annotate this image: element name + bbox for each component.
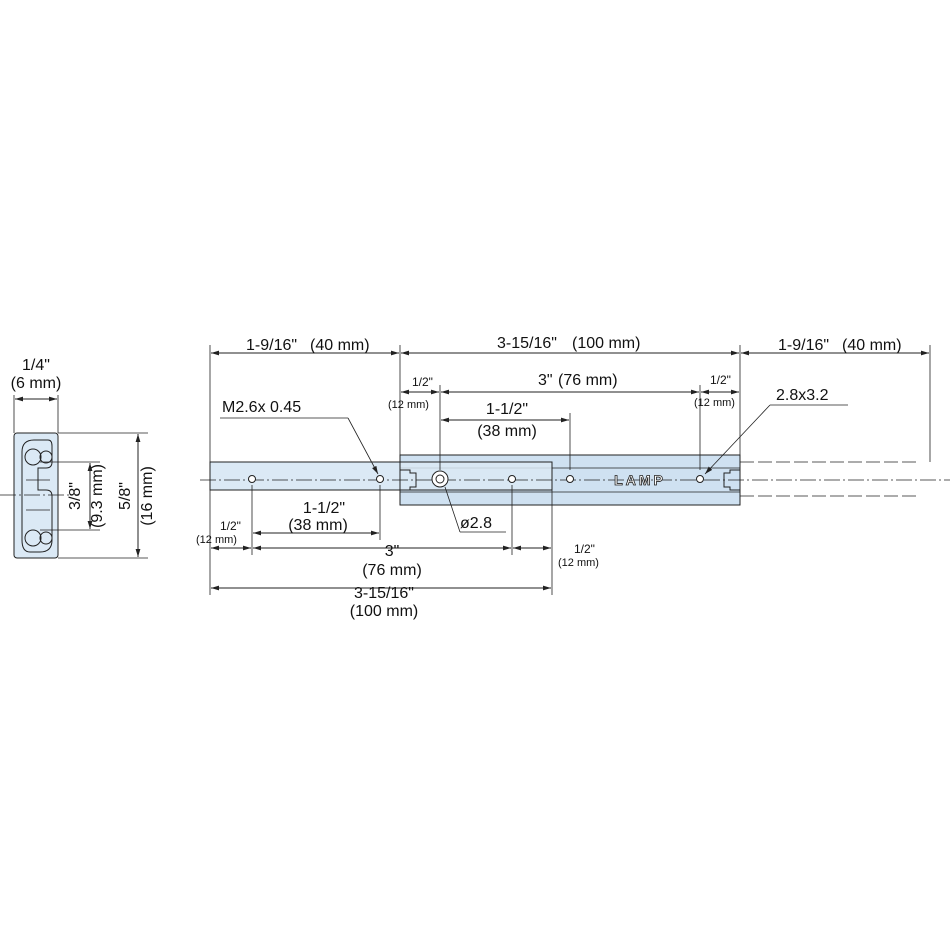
bottom-three-mm: (76 mm) (362, 562, 422, 579)
side-ball-top-2 (39, 450, 53, 464)
pitch-mm: (38 mm) (477, 423, 537, 440)
half-right-mm: (12 mm) (694, 397, 735, 409)
bottom-pitch-mm: (38 mm) (288, 517, 348, 534)
half-left-in: 1/2" (412, 375, 433, 389)
half-right-in: 1/2" (710, 373, 731, 387)
mount-hole-4 (566, 475, 574, 483)
side-width-in: 1/4" (22, 357, 50, 374)
side-ball-top (24, 448, 42, 466)
slot-leader (704, 404, 771, 475)
three-mm: (76 mm) (558, 372, 618, 389)
side-ball-bottom-2 (39, 531, 53, 545)
dim-left-in: 1-9/16" (246, 337, 297, 354)
side-view: 1/4" (6 mm) 3/8" (9.3 mm) 5/8" (16 mm) (0, 357, 156, 559)
mount-hole-3 (508, 475, 516, 483)
bottom-half-left-mm: (12 mm) (196, 534, 237, 546)
dim-center-in: 3-15/16" (497, 335, 557, 352)
bottom-pitch-in: 1-1/2" (303, 500, 345, 517)
outer-rail-overlap (399, 461, 553, 491)
screw-callout: M2.6x 0.45 (222, 399, 301, 416)
dim-right-in: 1-9/16" (778, 337, 829, 354)
front-view: LAMP 1-9/16" (40 mm) 3-15/16" (100 mm) 1… (196, 335, 950, 620)
three-in: 3" (538, 372, 553, 389)
hole-callout: ø2.8 (460, 515, 492, 532)
bottom-half-right-in: 1/2" (574, 542, 595, 556)
bottom-three-in: 3" (385, 543, 400, 560)
side-ball-bottom (24, 529, 42, 547)
mount-hole-5 (696, 475, 704, 483)
pitch-in: 1-1/2" (486, 401, 528, 418)
bottom-total-mm: (100 mm) (350, 603, 418, 620)
slot-callout: 2.8x3.2 (776, 387, 829, 404)
bottom-total-in: 3-15/16" (354, 585, 414, 602)
bottom-half-left-in: 1/2" (220, 519, 241, 533)
side-width-mm: (6 mm) (11, 375, 62, 392)
half-left-mm: (12 mm) (388, 399, 429, 411)
bottom-half-right-mm: (12 mm) (558, 557, 599, 569)
screw-leader (347, 417, 379, 475)
side-profile-body (13, 432, 59, 559)
mount-hole-1 (248, 475, 256, 483)
brand-logo: LAMP (614, 472, 666, 488)
hole-leader (444, 486, 461, 533)
side-inner-in: 3/8" (67, 482, 84, 510)
side-height-mm: (16 mm) (139, 466, 156, 526)
dim-left-mm: (40 mm) (310, 337, 370, 354)
dim-center-mm: (100 mm) (572, 335, 640, 352)
mount-hole-2 (376, 475, 384, 483)
dim-right-mm: (40 mm) (842, 337, 902, 354)
side-profile-inner (21, 439, 53, 553)
side-height-in: 5/8" (117, 482, 134, 510)
large-hole-inner (435, 474, 445, 484)
side-inner-mm: (9.3 mm) (89, 464, 106, 528)
